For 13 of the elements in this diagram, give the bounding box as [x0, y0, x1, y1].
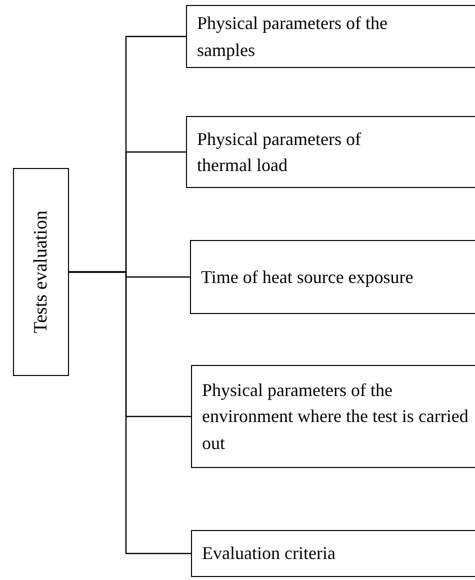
category-box	[186, 5, 475, 68]
box-label: Time of heat source exposure	[201, 266, 414, 289]
category-box	[190, 240, 475, 314]
box-label: Physical parameters of the environment where the test is carried out	[202, 379, 470, 455]
connector-line	[69, 271, 191, 554]
category-box	[186, 116, 475, 188]
box-label: Physical parameters of the samples	[197, 12, 388, 62]
box-label: Physical parameters of thermal load	[197, 128, 362, 177]
box-label: Tests evaluation	[29, 210, 52, 334]
category-box	[191, 365, 475, 468]
box-label: Evaluation criteria	[202, 542, 336, 566]
root-box	[13, 168, 69, 376]
category-box	[191, 530, 475, 577]
